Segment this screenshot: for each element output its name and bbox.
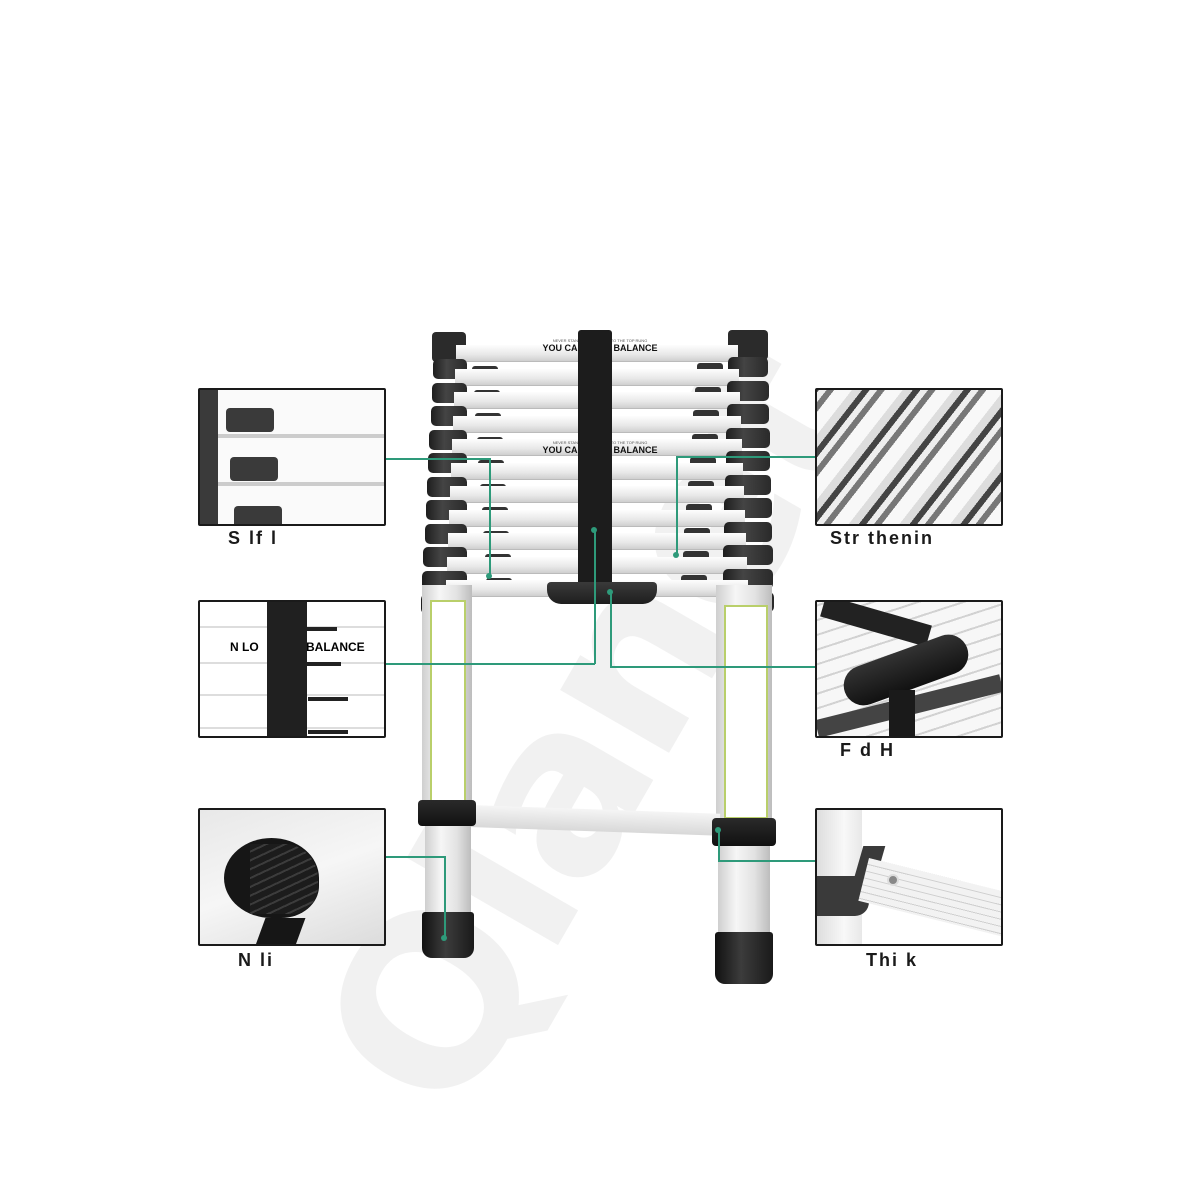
callout-self-locking: [198, 388, 386, 526]
left-foot: [422, 912, 474, 958]
callout-strap: N LO BALANCE: [198, 600, 386, 738]
right-safety-label: [724, 605, 768, 819]
callout-strengthening: [815, 388, 1003, 526]
caption-thick: Thi k: [866, 950, 919, 970]
caption-non-slip: N li: [238, 950, 275, 970]
right-foot: [715, 932, 773, 984]
left-leg: [425, 826, 471, 916]
left-safety-label: [430, 600, 466, 802]
callout-foot-handle: [815, 600, 1003, 738]
caption-self-locking: S lf l: [228, 528, 279, 548]
left-collar: [418, 800, 476, 826]
caption-foot-handle: F d H: [840, 740, 895, 760]
foot-handle: [547, 582, 657, 604]
right-collar: [712, 818, 776, 846]
callout-non-slip: [198, 808, 386, 946]
callout-thick: [815, 808, 1003, 946]
caption-strengthening: Str thenin: [830, 528, 934, 548]
